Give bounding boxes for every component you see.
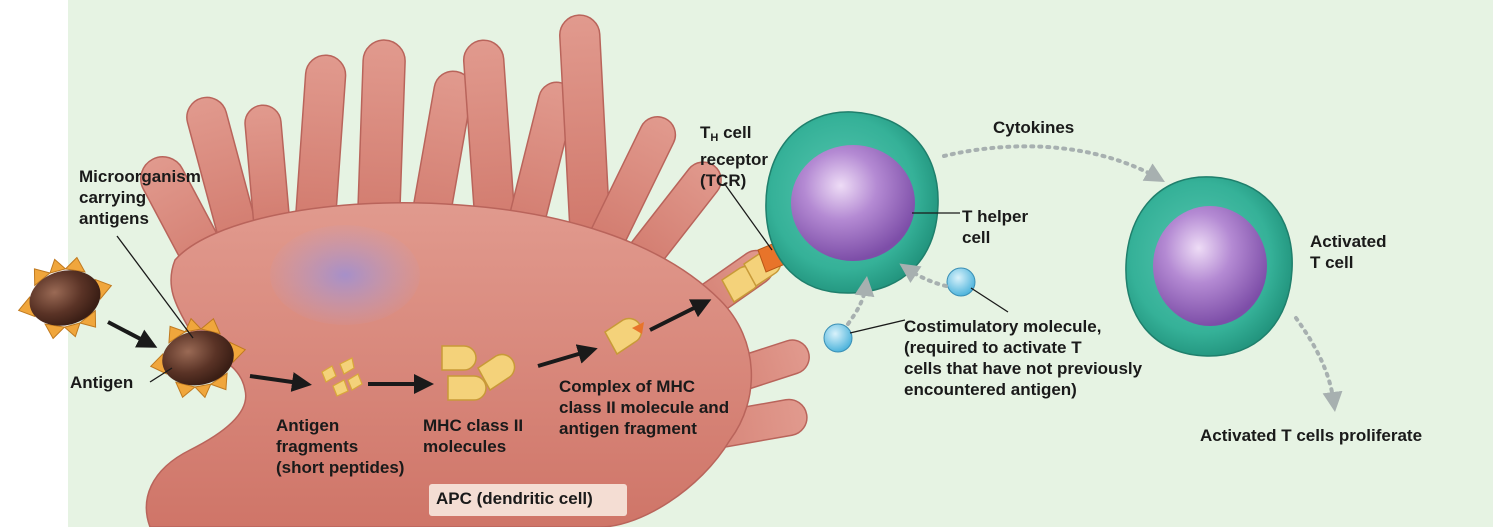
label-cytokines: Cytokines bbox=[993, 118, 1075, 137]
antigen-outside bbox=[17, 256, 113, 340]
label-apc: APC (dendritic cell) bbox=[436, 489, 593, 508]
label-mhc-molecules: MHC class II molecules bbox=[423, 416, 524, 456]
label-th-receptor: TH cell receptor (TCR) bbox=[700, 123, 769, 190]
label-costimulatory: Costimulatory molecule, (required to act… bbox=[904, 317, 1143, 399]
label-antigen-fragments: Antigen fragments (short peptides) bbox=[276, 416, 405, 477]
label-mhc-complex: Complex of MHC class II molecule and ant… bbox=[559, 377, 730, 438]
mhc-antigen-complex bbox=[604, 317, 644, 356]
antigen-fragments bbox=[321, 357, 363, 397]
mhc-at-tcr bbox=[721, 239, 791, 304]
label-activated-t-cell: Activated T cell bbox=[1310, 232, 1387, 272]
label-t-helper-cell: T helper cell bbox=[962, 207, 1029, 247]
antigen-engulfed bbox=[149, 317, 247, 399]
leader-lines bbox=[116, 182, 1009, 383]
label-antigen: Antigen bbox=[70, 373, 134, 392]
apc-dendritic-cell bbox=[140, 14, 810, 527]
label-microorganism: Microorganism carrying antigens bbox=[79, 167, 201, 228]
dotted-arrows bbox=[846, 144, 1343, 412]
process-arrows bbox=[107, 299, 712, 394]
mhc-class-ii-molecules bbox=[441, 345, 516, 401]
t-helper-cell bbox=[765, 111, 939, 294]
apc-label-box bbox=[429, 484, 627, 516]
costimulatory-molecules bbox=[823, 267, 976, 353]
activated-t-cell bbox=[1125, 176, 1293, 357]
label-proliferate: Activated T cells proliferate bbox=[1200, 426, 1423, 445]
